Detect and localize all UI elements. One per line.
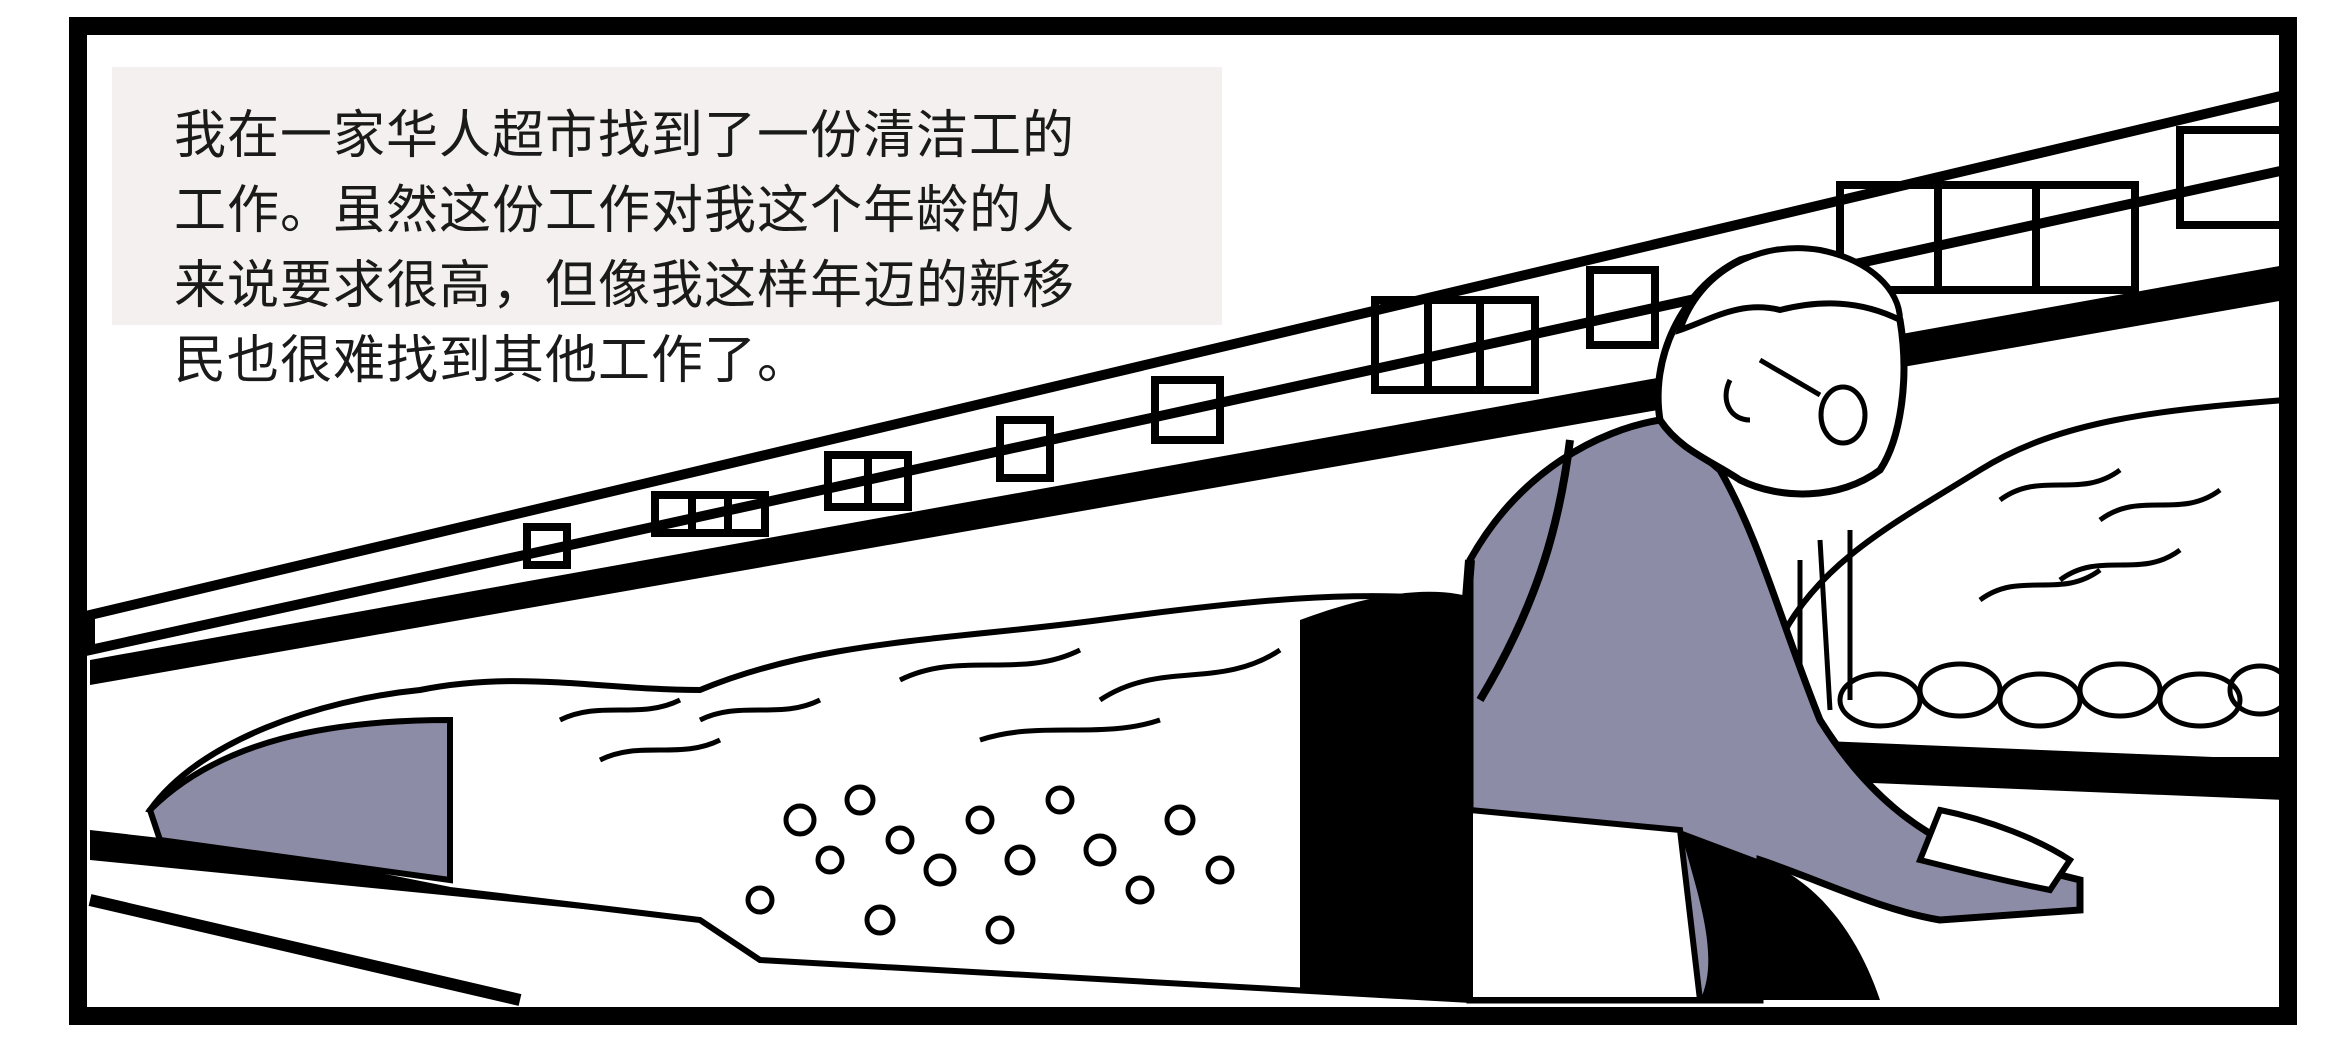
worker-figure (1444, 245, 2084, 1004)
ceiling-lights (523, 126, 2289, 569)
vegetable-pile (145, 591, 1480, 1004)
right-produce-display (1777, 396, 2293, 800)
panel-border (69, 17, 2297, 1025)
caption-text: 我在一家华人超市找到了一份清洁工的 工作。虽然这份工作对我这个年龄的人 来说要求… (174, 106, 1076, 391)
caption-box: 我在一家华人超市找到了一份清洁工的 工作。虽然这份工作对我这个年龄的人 来说要求… (112, 67, 1222, 391)
